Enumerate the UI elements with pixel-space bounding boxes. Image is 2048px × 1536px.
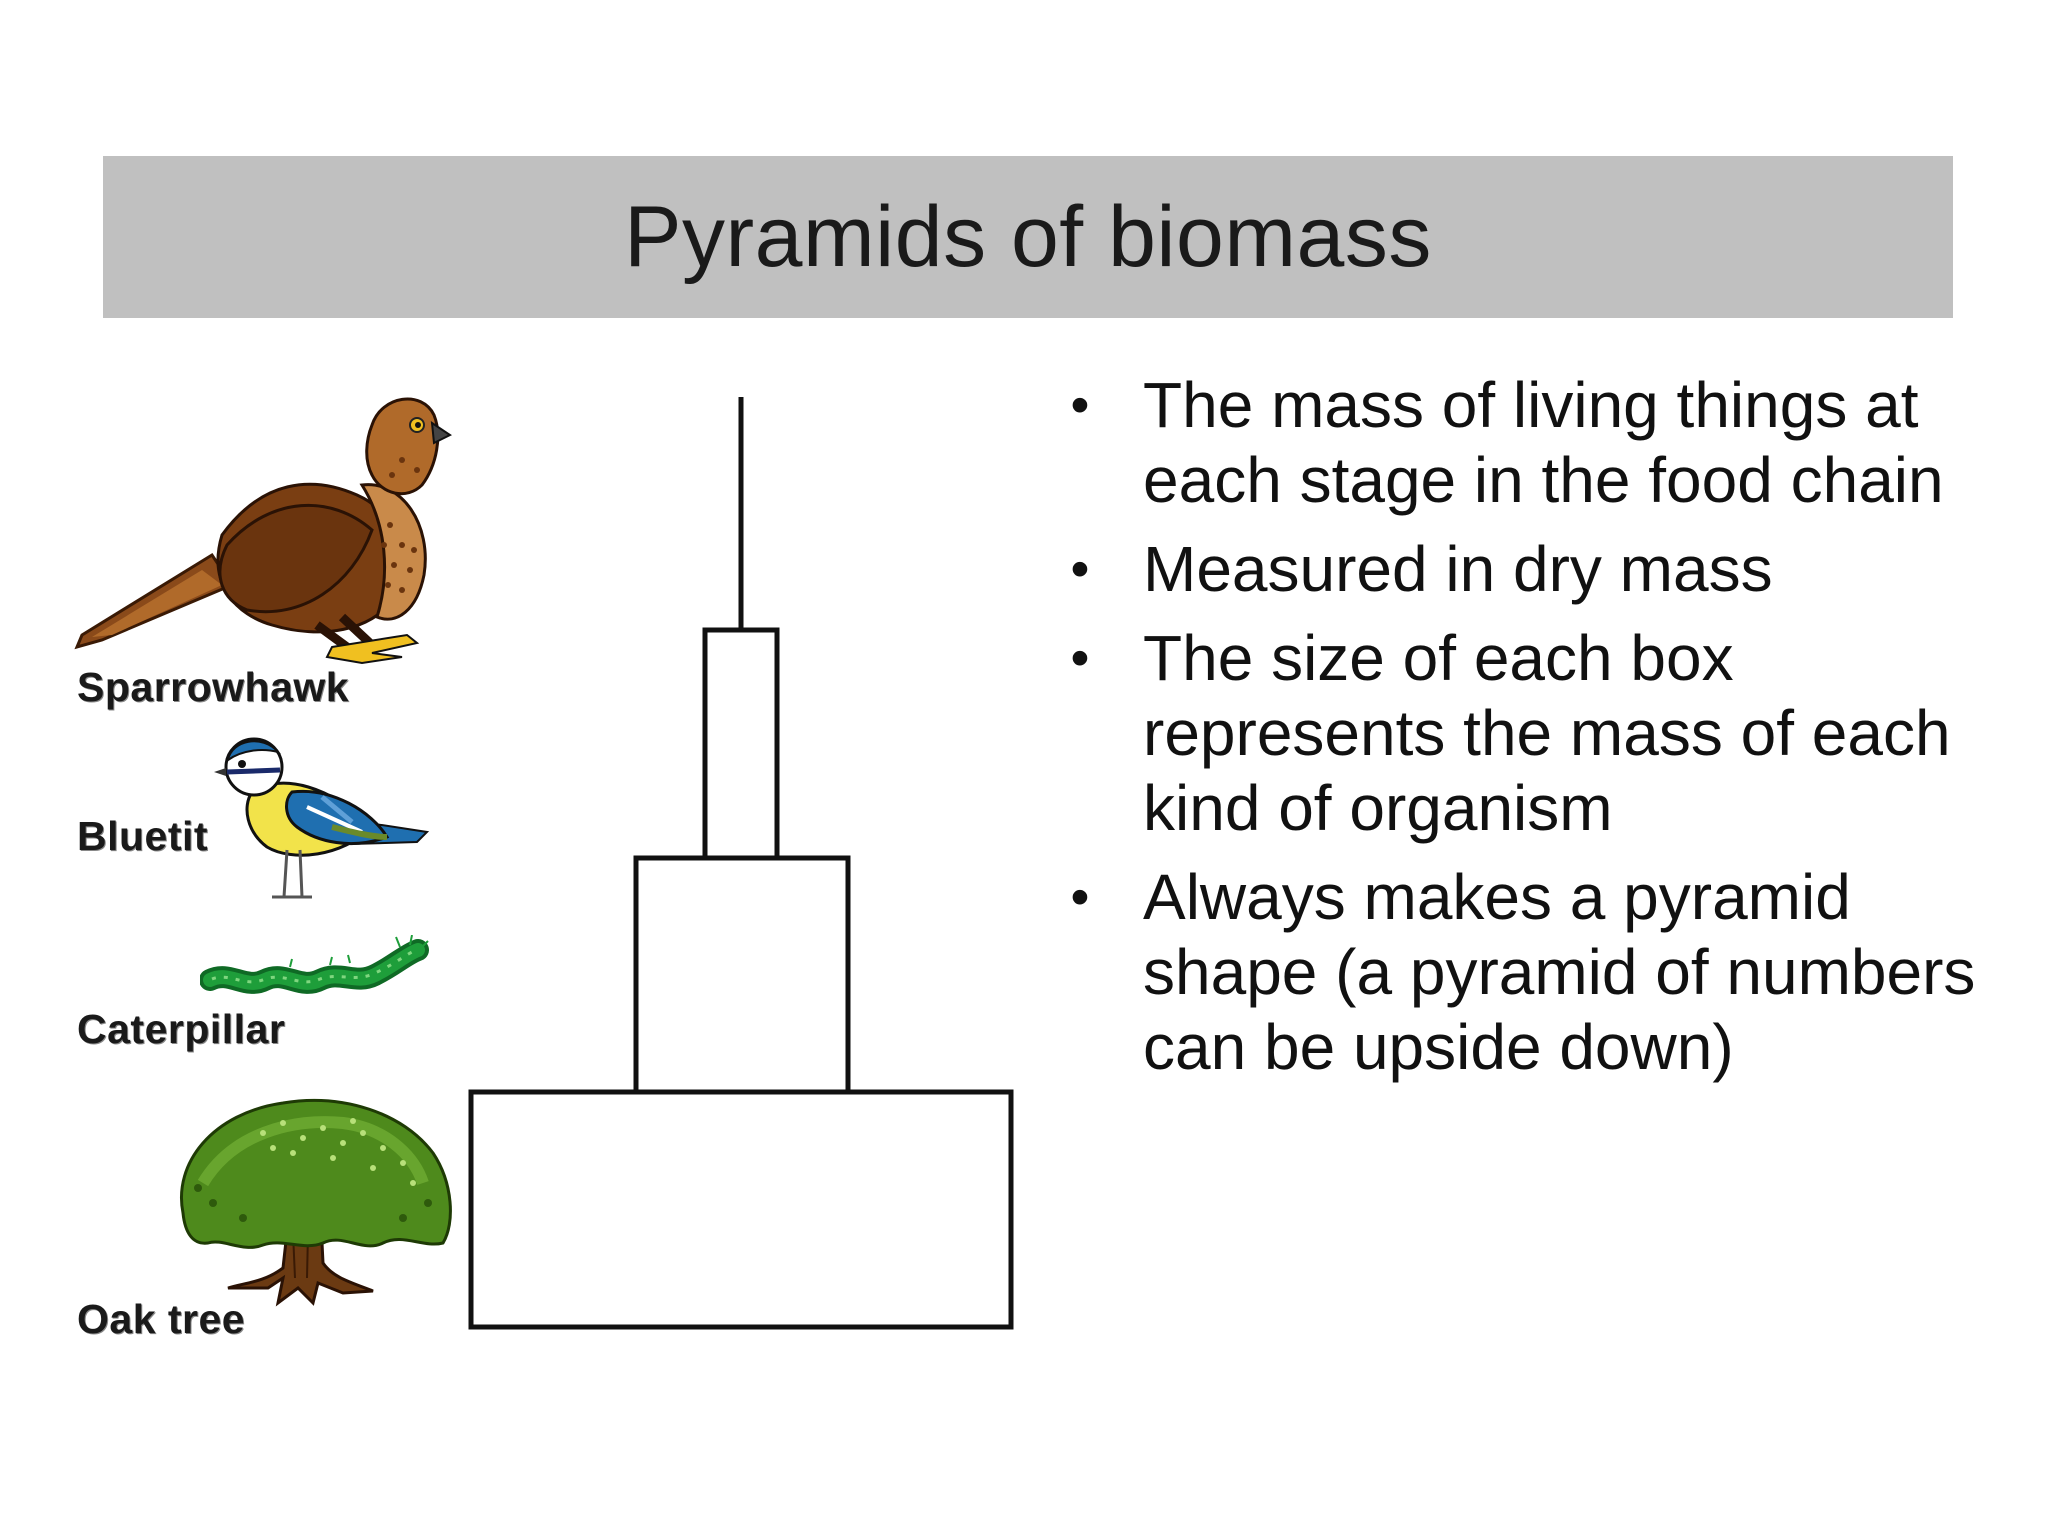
bullet-text: The size of each box represents the mass… bbox=[1143, 622, 1951, 844]
bullet-marker: • bbox=[1070, 628, 1090, 688]
bullet-list: • The mass of living things at each stag… bbox=[1060, 368, 1990, 1099]
oak-tree-icon bbox=[180, 1099, 452, 1307]
bullet-item: • Measured in dry mass bbox=[1060, 532, 1990, 607]
bullet-marker: • bbox=[1070, 539, 1090, 599]
bullet-text: The mass of living things at each stage … bbox=[1143, 369, 1944, 516]
bullet-item: • The size of each box represents the ma… bbox=[1060, 621, 1990, 846]
bullet-marker: • bbox=[1070, 867, 1090, 927]
sparrowhawk-label: Sparrowhawk bbox=[77, 664, 350, 710]
title-bar: Pyramids of biomass bbox=[103, 156, 1953, 318]
bluetit-label: Bluetit bbox=[77, 813, 209, 859]
bullet-marker: • bbox=[1070, 375, 1090, 435]
oak-tree-level-box bbox=[468, 1089, 1014, 1330]
bullet-text: Always makes a pyramid shape (a pyramid … bbox=[1143, 861, 1976, 1083]
caterpillar-label: Caterpillar bbox=[77, 1006, 286, 1052]
caterpillar-icon bbox=[200, 935, 429, 994]
oak-tree-label: Oak tree bbox=[77, 1296, 246, 1342]
bullet-item: • The mass of living things at each stag… bbox=[1060, 368, 1990, 518]
bluetit-level-box bbox=[702, 627, 780, 861]
bullet-text: Measured in dry mass bbox=[1143, 533, 1773, 605]
sparrowhawk-icon bbox=[74, 397, 452, 665]
bullet-item: • Always makes a pyramid shape (a pyrami… bbox=[1060, 860, 1990, 1085]
bluetit-icon bbox=[214, 737, 430, 899]
caterpillar-level-box bbox=[633, 855, 851, 1095]
slide-title: Pyramids of biomass bbox=[624, 188, 1432, 285]
